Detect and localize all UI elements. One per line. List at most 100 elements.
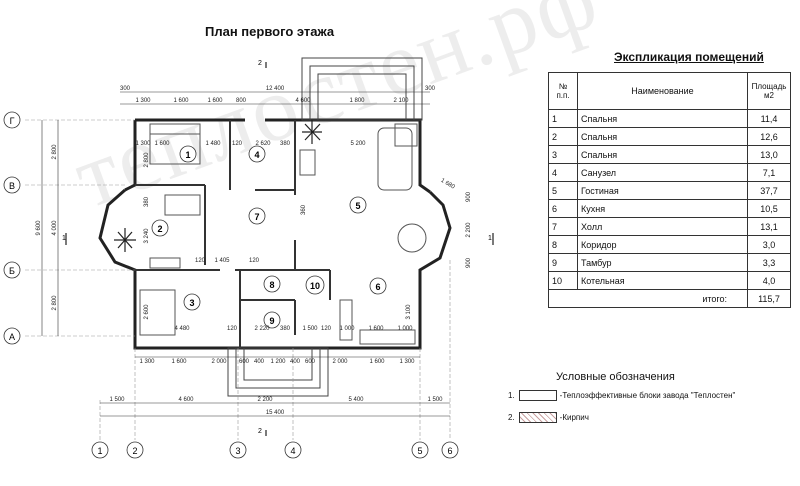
- row-num: 6: [548, 199, 578, 218]
- toilet-icon: [299, 149, 316, 176]
- room-label: 3: [189, 298, 194, 308]
- room-marker: [179, 145, 197, 163]
- row-name: Спальня: [577, 127, 748, 146]
- room-marker: [369, 277, 387, 295]
- room-marker: [305, 275, 325, 295]
- row-num: 7: [548, 217, 578, 236]
- row-name: Гостиная: [577, 181, 748, 200]
- room-label: 9: [269, 316, 274, 326]
- dining-table-icon: [397, 223, 427, 253]
- dim-top-outer: 300: [425, 86, 436, 92]
- row-num: 9: [548, 253, 578, 272]
- dim-top-segment: 800: [236, 98, 247, 104]
- dim-room: 4 480: [174, 326, 190, 332]
- dim-top-inner: 1 480: [205, 141, 221, 147]
- legend-item-num: 1.: [508, 391, 515, 400]
- dim-room: 120: [321, 326, 332, 332]
- axis-letter: Г: [10, 116, 15, 126]
- dim-room: 1 000: [339, 326, 355, 332]
- dim-bottom-total: 15 400: [266, 410, 285, 416]
- axis-bubble: [284, 441, 302, 459]
- legend-item: 1. -Теплоэффективные блоки завода "Тепло…: [508, 390, 735, 401]
- dim-top-inner: 1 300: [135, 141, 151, 147]
- room-marker: [248, 145, 266, 163]
- dim-top-segment: 1 600: [207, 98, 223, 104]
- dim-bottom-segment: 2 000: [332, 359, 348, 365]
- legend-swatch-brick: [518, 412, 557, 423]
- dim-top-outer: 300: [120, 86, 131, 92]
- room-marker: [183, 293, 201, 311]
- dim-room: 1 500: [302, 326, 318, 332]
- row-area: 13,0: [747, 145, 791, 164]
- row-area: 3,0: [747, 235, 791, 254]
- axis-bubbles: [3, 111, 459, 459]
- room-label: 2: [157, 224, 162, 234]
- row-area: 3,3: [747, 253, 791, 272]
- row-name: Холл: [577, 217, 748, 236]
- table-total-row: итого: 115,7: [548, 289, 791, 308]
- room-label: 5: [355, 201, 360, 211]
- dim-room: 1 680: [439, 178, 456, 191]
- dim-top-segment: 1 600: [173, 98, 189, 104]
- dim-left-segment: 2 800: [52, 144, 58, 160]
- dim-left-segment: 2 800: [52, 295, 58, 311]
- dim-top-inner: 120: [232, 141, 243, 147]
- room-label: 4: [254, 150, 259, 160]
- dim-room: 3 100: [406, 304, 412, 320]
- room-label: 10: [310, 281, 320, 291]
- axis-bubble: [3, 111, 21, 129]
- row-area: 13,1: [747, 217, 791, 236]
- header-num: № п.п.: [548, 72, 578, 110]
- dim-top-segment: 1 300: [135, 98, 151, 104]
- dim-bottom-segment: 1 300: [399, 359, 415, 365]
- axis-bubble: [3, 176, 21, 194]
- plan-title: План первого этажа: [205, 24, 335, 39]
- section-mark: 2: [258, 60, 262, 67]
- dim-bottom-axis: 4 600: [178, 397, 194, 403]
- header-name: Наименование: [577, 72, 748, 110]
- row-name: Спальня: [577, 145, 748, 164]
- room-label: 6: [375, 282, 380, 292]
- dim-bottom-segment: 400: [254, 359, 265, 365]
- dim-bottom-segment: 2 000: [211, 359, 227, 365]
- dim-room: 120: [195, 258, 206, 264]
- axis-number: 6: [447, 446, 452, 456]
- row-num: 1: [548, 109, 578, 128]
- axis-letter: Б: [9, 266, 15, 276]
- row-area: 37,7: [747, 181, 791, 200]
- axis-bubble: [411, 441, 429, 459]
- legend-item-num: 2.: [508, 413, 515, 422]
- room-label: 8: [269, 280, 274, 290]
- row-num: 8: [548, 235, 578, 254]
- dim-bottom-segment: 600: [239, 359, 250, 365]
- dim-bottom-segment: 1 600: [369, 359, 385, 365]
- explication-title: Экспликация помещений: [614, 50, 764, 64]
- dim-bottom-axis: 5 400: [348, 397, 364, 403]
- legend-item-text: -Теплоэффективные блоки завода "Теплосте…: [559, 391, 736, 400]
- dim-left-segment: 4 000: [52, 220, 58, 236]
- row-area: 4,0: [747, 271, 791, 290]
- legend-title: Условные обозначения: [556, 371, 675, 383]
- dim-room: 2 800: [144, 152, 150, 168]
- row-area: 7,1: [747, 163, 791, 182]
- dim-bottom-segment: 1 300: [139, 359, 155, 365]
- dim-top-segment: 2 100: [393, 98, 409, 104]
- header-area: Площадь м2: [747, 72, 791, 110]
- axis-number: 2: [132, 446, 137, 456]
- room-label: 7: [254, 212, 259, 222]
- section-mark: 1: [62, 235, 66, 242]
- dim-bottom-segment: 1 200: [270, 359, 286, 365]
- dim-top-outer: 12 400: [266, 86, 285, 92]
- row-area: 10,5: [747, 199, 791, 218]
- dim-room: 360: [301, 204, 307, 215]
- row-area: 12,6: [747, 127, 791, 146]
- dim-room: 1 405: [214, 258, 230, 264]
